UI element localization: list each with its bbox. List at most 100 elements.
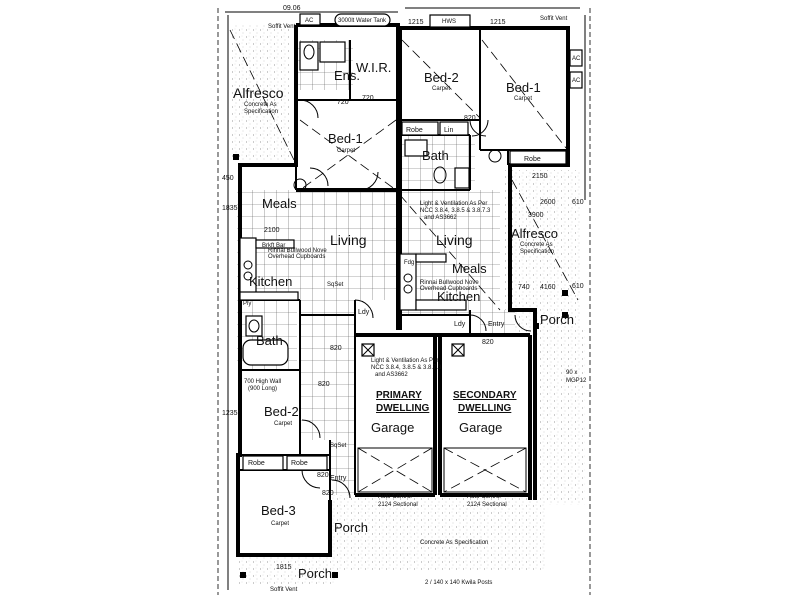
dim-1835a: 1835 [222,205,238,212]
alfresco-right-label: Alfresco [511,226,558,241]
primary-dwelling-line1: PRIMARY [376,390,422,401]
bed1-primary-carpet: Carpet [337,148,355,154]
bed1-secondary-carpet: Carpet [514,96,532,102]
alfresco-left-note-1: Concrete As [244,102,277,108]
mgp-label-2: MGP12 [566,378,587,384]
light-vent-b-2: NCC 3.8.4, 3.8.5 & 3.8.7.3 [420,208,491,214]
alfresco-right-note-1: Concrete As [520,242,553,248]
light-vent-b-3: and AS3662 [424,215,457,221]
tiled-areas [237,40,515,495]
wall-note-1: 700 High Wall [244,379,281,385]
posts [233,154,568,578]
sectional-2: 2124 Sectional [467,502,507,508]
porch-secondary-label: Porch [540,312,574,327]
light-vent-a-1: Light & Ventilation As Per [371,358,438,364]
brkft-bar-label: Brkft Bar [262,243,285,249]
walls [236,23,570,557]
wall-note-2: (900 Long) [248,386,277,392]
sink-label-2: SqSet [330,443,347,449]
living-secondary-label: Living [436,232,473,248]
dim-610b: 610 [572,283,584,290]
dim-1215a: 1215 [408,19,424,26]
robe-sec-2: Robe [524,156,541,163]
bath-secondary-label: Bath [422,148,449,163]
dim-1235: 1235 [222,410,238,417]
kitchen-secondary-label: Kitchen [437,289,480,304]
rangehood-b-2: Overhead Cupboards [420,286,477,292]
meals-primary-label: Meals [262,196,297,211]
porch-primary-label-2: Porch [298,566,332,581]
garage-doors [229,29,579,493]
bed3-primary-carpet: Carpet [271,521,289,527]
ac-label-2: AC [572,56,581,62]
concrete-spec-label: Concrete As Specification [420,540,488,546]
bed2-primary-carpet: Carpet [274,421,292,427]
garage-secondary-label: Garage [459,420,502,435]
robe-sec-1: Robe [406,127,423,134]
ldy-primary-label: Ldy [358,309,370,316]
soffit-vent-2: Soffit Vent [540,16,568,22]
sink-label-1: SqSet [327,282,344,288]
kitchen-primary-label: Kitchen [249,274,292,289]
light-vent-a-3: and AS3662 [375,372,408,378]
hws-label: HWS [442,19,456,25]
dim-820e: 820 [317,472,329,479]
meals-secondary-label: Meals [452,261,487,276]
bath-primary-label: Bath [256,333,283,348]
robe-pri-1: Robe [248,460,265,467]
auto-control-2: Auto-Control [467,494,501,500]
alfresco-left-label: Alfresco [233,85,284,101]
dim-820d: 820 [330,345,342,352]
porch-primary-label-1: Porch [334,520,368,535]
entry-primary-label: Entry [330,475,347,482]
bed1-secondary-label: Bed-1 [506,80,541,95]
concrete-areas [230,25,585,585]
dim-2600: 2600 [540,199,556,206]
site-boundary [217,7,591,595]
dim-820c: 820 [318,381,330,388]
rangehood-a-1: Rinnai Bullwood Nove [268,248,327,254]
pantry-label: Ply [243,301,251,307]
dim-820f: 820 [322,490,334,497]
alfresco-right-note-2: Specification [520,249,554,255]
soffit-vent-3: Soffit Vent [270,587,298,593]
entry-secondary-label: Entry [488,321,505,328]
secondary-dwelling-line2: DWELLING [458,403,512,414]
dim-0906: 09.06 [283,5,301,12]
bed2-secondary-label: Bed-2 [424,70,459,85]
dim-450: 450 [222,175,234,182]
rangehood-a-2: Overhead Cupboards [268,254,325,260]
services [299,13,583,89]
ldy-secondary-label: Ldy [454,321,466,328]
alfresco-left-note-2: Specification [244,109,278,115]
dim-2150: 2150 [532,173,548,180]
robe-pri-2: Robe [291,460,308,467]
bed2-primary-label: Bed-2 [264,404,299,419]
dim-2100: 2100 [264,227,280,234]
dim-820b: 820 [482,339,494,346]
mgp-label-1: 90 x [566,370,577,376]
ac-label-3: AC [572,78,581,84]
light-vent-a-2: NCC 3.8.4, 3.8.5 & 3.8.7.3 [371,365,442,371]
primary-dwelling-line2: DWELLING [376,403,430,414]
dim-3900: 3900 [528,212,544,219]
dim-4160: 4160 [540,284,556,291]
bed2-secondary-carpet: Carpet [432,86,450,92]
wir-label: W.I.R. [356,60,391,75]
dim-610a: 610 [572,199,584,206]
rangehood-b-1: Rinnai Bullwood Nove [420,280,479,286]
dim-1815: 1815 [276,564,292,571]
garage-primary-label: Garage [371,420,414,435]
posts-label: 2 / 140 x 140 Kwila Posts [425,580,492,586]
bed1-primary-label: Bed-1 [328,131,363,146]
robes [242,121,567,471]
fridge-label: Fdg [404,260,414,266]
soffit-vent-1: Soffit Vent [268,24,296,30]
bed3-primary-label: Bed-3 [261,503,296,518]
auto-control-1: Auto-Control [378,494,412,500]
water-tank-label: 3000lt Water Tank [338,18,387,24]
dim-720b: 720 [362,95,374,102]
dim-720a: 720 [337,99,349,106]
door-swings [299,99,532,499]
